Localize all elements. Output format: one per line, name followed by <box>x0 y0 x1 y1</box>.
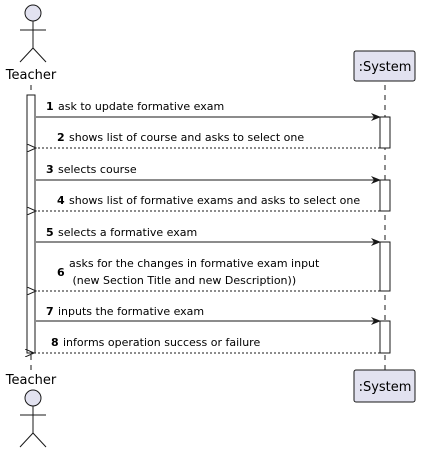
teacher-actor-top: Teacher <box>5 4 57 83</box>
message-label: selects course <box>58 163 137 176</box>
message-label: selects a formative exam <box>58 226 197 239</box>
message-number: 1 <box>46 100 54 113</box>
message-number: 2 <box>57 131 65 144</box>
actor-name-bottom: Teacher <box>5 373 57 388</box>
message-7: 7 inputs the formative exam <box>36 305 381 325</box>
system-activation-1 <box>379 116 391 149</box>
system-name-top: :System <box>359 60 412 75</box>
message-label: informs operation success or failure <box>63 336 260 349</box>
stick-figure-icon <box>19 4 47 63</box>
message-6: 6 asks for the changes in formative exam… <box>36 257 380 291</box>
message-label-line-2: (new Section Title and new Description)) <box>69 274 296 287</box>
message-number: 8 <box>51 336 59 349</box>
message-label: inputs the formative exam <box>58 305 204 318</box>
message-number: 4 <box>57 194 65 207</box>
message-number: 5 <box>46 226 54 239</box>
message-5: 5 selects a formative exam <box>36 226 381 246</box>
message-4: 4 shows list of formative exams and asks… <box>36 194 380 211</box>
message-number: 6 <box>57 266 65 279</box>
system-participant-bottom: :System <box>353 369 416 403</box>
message-label-line-1: asks for the changes in formative exam i… <box>69 257 320 270</box>
message-3: 3 selects course <box>36 163 381 184</box>
teacher-actor-bottom: Teacher <box>5 373 57 448</box>
message-2: 2 shows list of course and asks to selec… <box>36 131 380 148</box>
message-number: 3 <box>46 163 54 176</box>
message-label: shows list of course and asks to select … <box>69 131 304 144</box>
stick-figure-icon <box>19 389 47 448</box>
system-activation-2 <box>379 179 391 212</box>
system-activation-4 <box>379 320 391 354</box>
actor-name-top: Teacher <box>5 68 57 83</box>
message-label: ask to update formative exam <box>58 100 224 113</box>
message-1: 1 ask to update formative exam <box>36 100 381 121</box>
system-activation-3 <box>379 241 391 292</box>
message-number: 7 <box>46 305 54 318</box>
teacher-activation <box>26 94 36 354</box>
message-label: shows list of formative exams and asks t… <box>69 194 360 207</box>
system-participant-top: :System <box>353 50 416 82</box>
system-name-bottom: :System <box>359 380 412 395</box>
message-8: 8 informs operation success or failure <box>34 336 380 353</box>
